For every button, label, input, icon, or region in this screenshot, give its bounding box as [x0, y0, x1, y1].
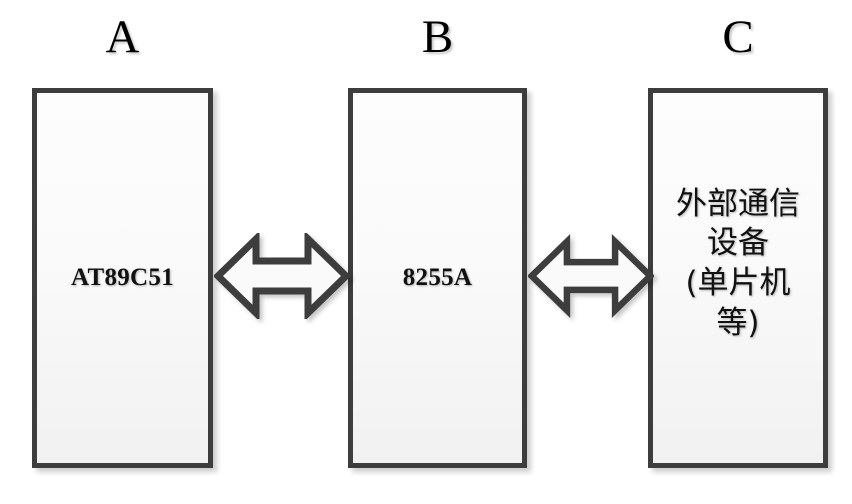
block-c-text-line-4: 等) — [716, 304, 760, 341]
block-box-a[interactable]: AT89C51 — [32, 88, 213, 468]
block-box-c[interactable]: 外部通信 设备 (单片机 等) — [648, 88, 828, 468]
block-c-text-line-3: (单片机 — [685, 265, 791, 301]
block-c-text-line-1: 外部通信 — [676, 185, 800, 222]
block-b-text: 8255A — [402, 264, 473, 291]
block-c-text-line-2: 设备 — [707, 225, 769, 262]
connector-b-c-double-arrow[interactable] — [528, 233, 654, 319]
double-arrow-shape — [528, 234, 654, 318]
block-label-a: A — [105, 11, 140, 63]
block-box-b[interactable]: 8255A — [348, 88, 527, 468]
block-a-text: AT89C51 — [70, 264, 175, 291]
connector-a-b-double-arrow[interactable] — [214, 233, 350, 319]
block-label-b: B — [421, 11, 454, 63]
block-c-text: 外部通信 设备 (单片机 等) — [676, 185, 800, 344]
block-label-c: C — [722, 11, 754, 63]
double-arrow-shape — [214, 233, 350, 319]
